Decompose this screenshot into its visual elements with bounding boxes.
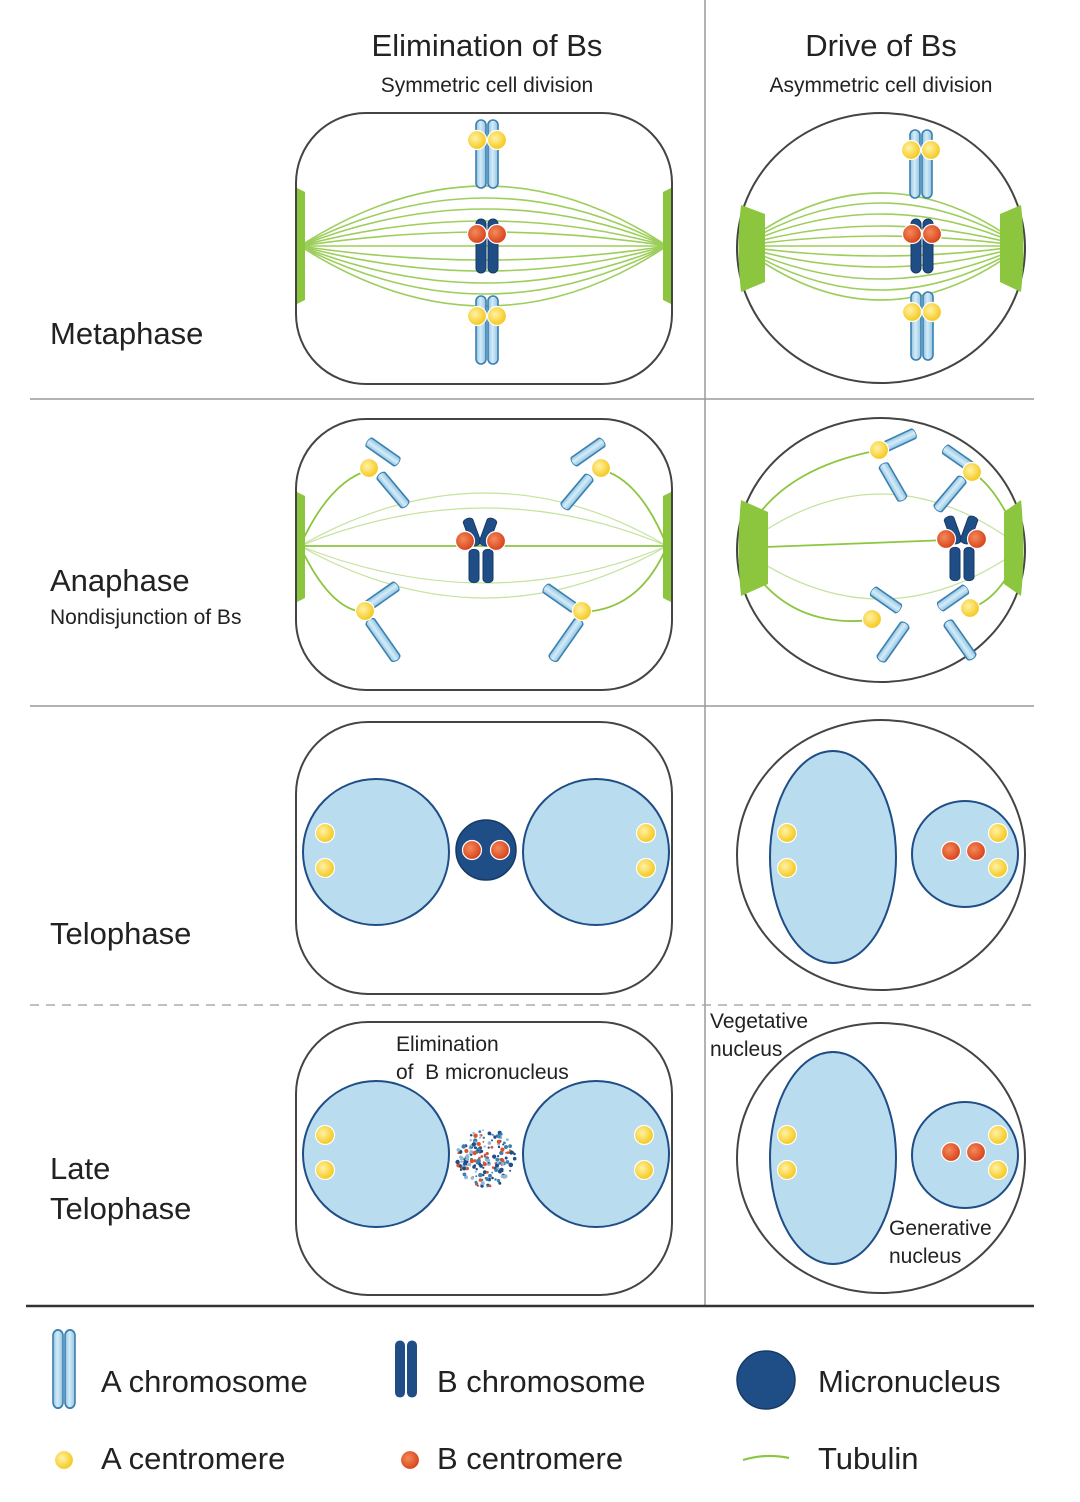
- legend-label-micronucleus: Micronucleus: [818, 1364, 1001, 1399]
- b-centromere-icon: [399, 1449, 421, 1471]
- legend-label-b-chromosome: B chromosome: [437, 1364, 646, 1399]
- legend-icons: [52, 1328, 796, 1471]
- telophase-symmetric-cell: [295, 721, 673, 995]
- anaphase-symmetric-cell: [295, 418, 673, 691]
- anaphase-asymmetric-cell: [736, 417, 1026, 683]
- row-label-telophase: Telophase: [50, 916, 192, 951]
- grid-lines: [26, 0, 1034, 1308]
- tubulin-icon: [742, 1454, 790, 1462]
- legend-label-b-centromere: B centromere: [437, 1441, 624, 1476]
- a-centromere-icon: [53, 1449, 75, 1471]
- row-label-late-telophase-2: Telophase: [50, 1191, 192, 1226]
- column-title-drive: Drive of Bs: [805, 28, 957, 63]
- a-chromosome-icon: [52, 1328, 76, 1410]
- row-label-anaphase: Anaphase: [50, 563, 190, 598]
- legend-label-a-chromosome: A chromosome: [101, 1364, 308, 1399]
- column-title-elimination: Elimination of Bs: [371, 28, 603, 63]
- annotation-generative-nucleus: Generative nucleus: [889, 1217, 992, 1268]
- row-label-metaphase: Metaphase: [50, 316, 204, 351]
- row-label-late-telophase-1: Late: [50, 1151, 111, 1186]
- degraded-micronucleus: [455, 1129, 517, 1188]
- column-subtitle-drive: Asymmetric cell division: [769, 74, 993, 97]
- annotation-vegetative-nucleus: Vegetative nucleus: [710, 1010, 809, 1061]
- column-subtitle-elimination: Symmetric cell division: [380, 74, 594, 97]
- annotation-elimination-micronucleus: Elimination of B micronucleus: [396, 1033, 569, 1084]
- b-chromosome-icon: [395, 1340, 417, 1398]
- legend-label-a-centromere: A centromere: [101, 1441, 286, 1476]
- legend-label-tubulin: Tubulin: [818, 1441, 919, 1476]
- row-sublabel-anaphase: Nondisjunction of Bs: [50, 606, 242, 629]
- late-telophase-asymmetric-cell: [736, 1022, 1026, 1294]
- micronucleus-icon: [736, 1350, 796, 1410]
- metaphase-asymmetric-cell: [736, 112, 1026, 384]
- telophase-asymmetric-cell: [736, 719, 1026, 991]
- metaphase-symmetric-cell: [295, 112, 673, 385]
- late-telophase-symmetric-cell: [295, 1021, 673, 1296]
